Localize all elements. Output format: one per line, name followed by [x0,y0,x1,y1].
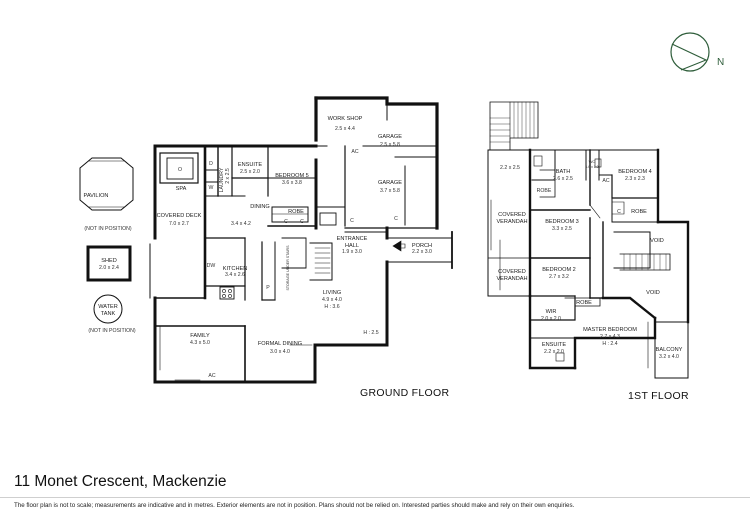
ff-balcony-small-dims: 2.2 x 2.5 [500,165,520,171]
pavilion-note: (NOT IN POSITION) [84,226,131,232]
ground-floor-title: GROUND FLOOR [360,387,449,399]
compass: N [670,32,725,72]
cupboard-code-3: C [350,218,354,224]
wir-dims: 2.0 x 2.0 [541,316,561,322]
formal-dining-label: FORMAL DINING [258,341,302,347]
master-label: MASTER BEDROOM [583,327,637,333]
bedroom3-dims: 3.3 x 2.5 [552,226,572,232]
tank-label-1: WATER [98,304,118,310]
tank-label-2: TANK [101,311,116,317]
bath-label: BATH [556,169,571,175]
floor-plan: N [79,32,725,402]
ensuite-first-dims: 2.2 x 2.0 [544,349,564,355]
wc-dims: 1.6 x 1.0 [585,165,598,169]
balcony-dims: 3.2 x 4.0 [659,354,679,360]
door-code: D [209,161,213,167]
height-note: H : 2.5 [363,330,378,336]
entrance-label-2: HALL [345,243,359,249]
verandah2-label-1: COVERED [498,269,526,275]
cupboard-code-2: C [300,219,304,225]
covered-deck-dims: 7.0 x 2.7 [169,221,189,227]
storage-label: STORAGE UNDER STAIRS [286,245,290,291]
garage2-label: GARAGE [378,180,402,186]
garage2-dims: 3.7 x 5.8 [380,188,400,194]
verandah2-label-2: VERANDAH [496,276,527,282]
robe-label-bath: ROBE [537,188,552,194]
ac-label-first: AC [602,178,609,184]
entrance-dims: 1.9 x 3.0 [342,249,362,255]
ground-floor-plan [79,96,453,384]
formal-dining-dims: 3.0 x 4.0 [270,349,290,355]
living-label: LIVING [323,290,341,296]
dining-dims: 3.4 x 4.2 [231,221,251,227]
first-floor-plan [487,101,690,379]
ground-floor-labels: WORK SHOP 2.5 x 4.4 GARAGE 2.5 x 5.8 GAR… [84,116,450,399]
bedroom2-label: BEDROOM 2 [542,267,576,273]
bedroom4-label: BEDROOM 4 [618,169,652,175]
ac-label-family: AC [208,373,215,379]
north-label: N [717,57,725,68]
family-label: FAMILY [190,333,210,339]
bath-dims: 2.6 x 2.5 [553,176,573,182]
family-dims: 4.3 x 5.0 [190,340,210,346]
kitchen-label: KITCHEN [223,266,248,272]
ensuite-label: ENSUITE [238,162,263,168]
porch-dims: 2.2 x 3.0 [412,249,432,255]
spa-code: O [178,167,182,173]
dishwasher-code: DW [207,263,216,269]
bedroom5-label: BEDROOM 5 [275,173,309,179]
shed-label: SHED [101,258,117,264]
void-label-1: VOID [650,238,664,244]
cupboard-code-first: C [617,209,621,215]
disclaimer-text: The floor plan is not to scale; measurem… [14,502,575,509]
first-floor-labels: 2.2 x 2.5 BATH 2.6 x 2.5 WC 1.6 x 1.0 BE… [496,159,689,402]
void-label-2: VOID [646,290,660,296]
washer-code: W [209,185,214,191]
entrance-label-1: ENTRANCE [337,236,368,242]
laundry-label: LAUNDRY [219,167,225,192]
garage1-label: GARAGE [378,134,402,140]
robe-label-bed4: ROBE [631,209,647,215]
spa-label: SPA [176,186,187,192]
bedroom3-label: BEDROOM 3 [545,219,579,225]
verandah1-label-1: COVERED [498,212,526,218]
verandah1-label-2: VERANDAH [496,219,527,225]
ensuite-first-label: ENSUITE [542,342,567,348]
pavilion-label: PAVILION [84,193,109,199]
ensuite-dims: 2.5 x 2.0 [240,169,260,175]
tank-note: (NOT IN POSITION) [88,328,135,334]
living-height: H : 3.6 [324,304,339,310]
workshop-dims: 2.5 x 4.4 [335,126,355,132]
balcony-label: BALCONY [656,347,683,353]
robe-label-bed5: ROBE [288,209,304,215]
ac-label-garage: AC [351,149,358,155]
workshop-label: WORK SHOP [328,116,363,122]
cupboard-code-1: C [284,219,288,225]
porch-label: PORCH [412,243,432,249]
covered-deck-label: COVERED DECK [157,213,202,219]
wc-label: WC [589,159,596,164]
living-dims: 4.9 x 4.0 [322,297,342,303]
property-address: 11 Monet Crescent, Mackenzie [14,473,227,490]
kitchen-dims: 3.4 x 2.6 [225,272,245,278]
laundry-dims: 2 x 2.5 [225,168,231,184]
bedroom5-dims: 3.6 x 3.8 [282,180,302,186]
bedroom2-dims: 2.7 x 3.2 [549,274,569,280]
first-floor-title: 1ST FLOOR [628,390,689,402]
robe-label-master: ROBE [576,300,592,306]
master-dims: 2.7 x 4.3 [600,334,620,340]
pantry-code: P [266,285,270,291]
shed-dims: 2.0 x 2.4 [99,265,119,271]
cupboard-code-4: C [394,216,398,222]
dining-label: DINING [250,204,270,210]
bedroom4-dims: 2.3 x 2.3 [625,176,645,182]
master-height: H : 2.4 [602,341,617,347]
footer-divider [0,497,750,498]
wir-label: WIR [546,309,557,315]
garage1-dims: 2.5 x 5.8 [380,142,400,148]
